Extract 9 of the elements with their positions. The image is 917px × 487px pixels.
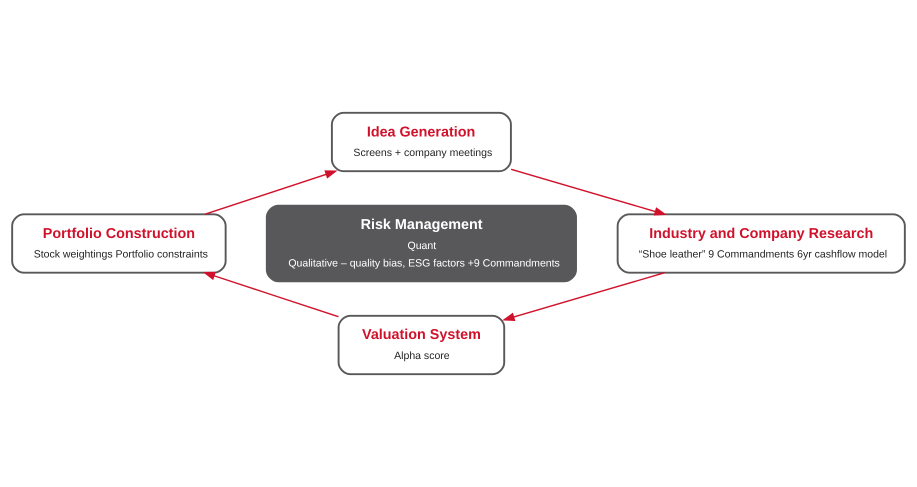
- arrow: [502, 272, 665, 322]
- node-box: Valuation System Alpha score: [338, 314, 506, 376]
- arrow: [510, 168, 667, 216]
- node-box: Industry and Company Research “Shoe leather” 9 Commandments 6yr cashflow model: [616, 213, 906, 274]
- node-box: Risk Management Quant Qualitative – quality bias, ESG factors +9 Commandments: [266, 204, 577, 282]
- arrow: [202, 272, 339, 318]
- node-box: Portfolio Construction Stock weightings Portfolio constraints: [11, 213, 227, 274]
- node-box: Idea Generation Screens + company meetings: [330, 112, 512, 172]
- arrow: [204, 170, 338, 215]
